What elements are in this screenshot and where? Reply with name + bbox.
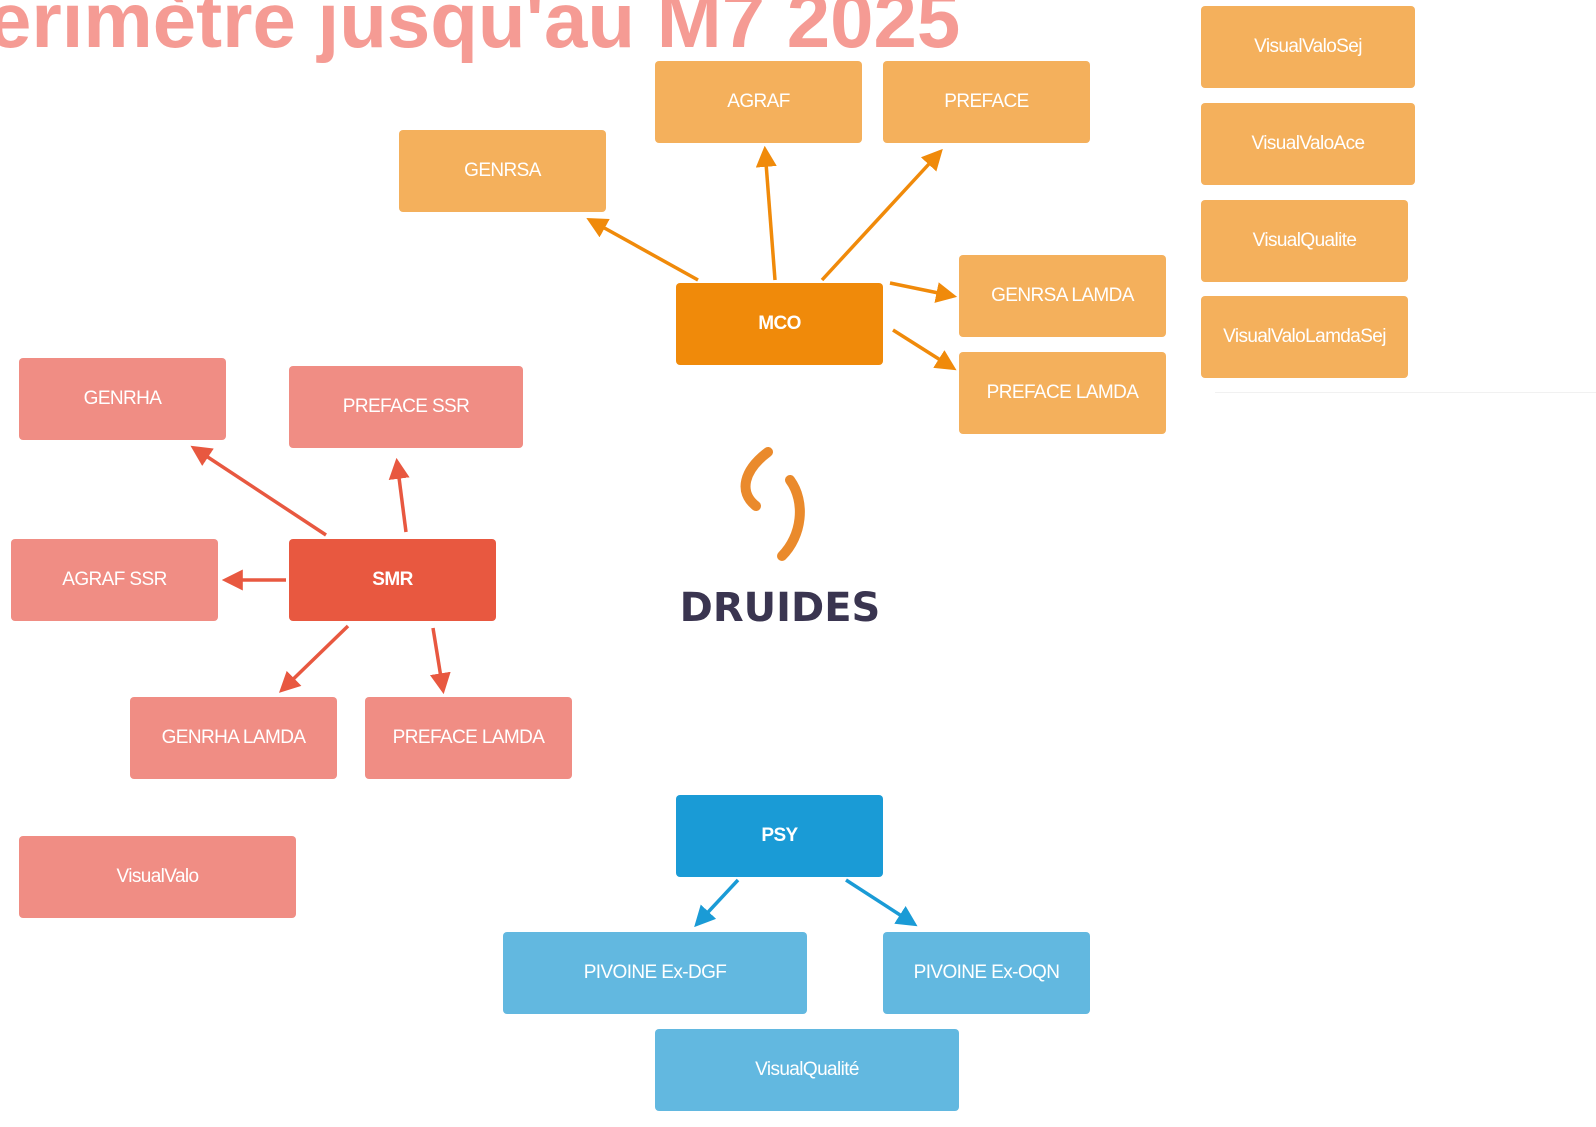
arrow-psy-pivoine-dgf bbox=[694, 878, 740, 928]
node-visualvaloace[interactable]: VisualValoAce bbox=[1201, 103, 1415, 185]
divider bbox=[1215, 392, 1596, 393]
node-mco[interactable]: MCO bbox=[676, 283, 883, 365]
node-smr[interactable]: SMR bbox=[289, 539, 496, 621]
node-genrsa[interactable]: GENRSA bbox=[399, 130, 606, 212]
node-agraf[interactable]: AGRAF bbox=[655, 61, 862, 143]
node-psy[interactable]: PSY bbox=[676, 795, 883, 877]
node-pivoine-oqn[interactable]: PIVOINE Ex-OQN bbox=[883, 932, 1090, 1014]
arrow-mco-genrsa-lamda bbox=[889, 281, 958, 303]
arrow-psy-pivoine-oqn bbox=[845, 878, 918, 927]
node-pivoine-dgf[interactable]: PIVOINE Ex-DGF bbox=[503, 932, 807, 1014]
druides-logo-icon bbox=[740, 447, 805, 561]
node-genrha-lamda[interactable]: GENRHA LAMDA bbox=[130, 697, 337, 779]
arrow-smr-genrha bbox=[190, 445, 327, 537]
node-preface-lamda-mco[interactable]: PREFACE LAMDA bbox=[959, 352, 1166, 434]
node-visualvalo[interactable]: VisualValo bbox=[19, 836, 296, 918]
arrow-mco-preface-lamda bbox=[892, 328, 957, 371]
node-visualqualite-psy[interactable]: VisualQualité bbox=[655, 1029, 959, 1111]
node-visualqualite-mco[interactable]: VisualQualite bbox=[1201, 200, 1408, 282]
arrow-smr-preface-lamda bbox=[429, 627, 451, 695]
node-preface[interactable]: PREFACE bbox=[883, 61, 1090, 143]
node-genrha[interactable]: GENRHA bbox=[19, 358, 226, 440]
node-preface-ssr[interactable]: PREFACE SSR bbox=[289, 366, 523, 448]
node-agraf-ssr[interactable]: AGRAF SSR bbox=[11, 539, 218, 621]
node-preface-lamda-smr[interactable]: PREFACE LAMDA bbox=[365, 697, 572, 779]
druides-logo-text: DRUIDES bbox=[679, 585, 881, 631]
node-visualvalolamdasej[interactable]: VisualValoLamdaSej bbox=[1201, 296, 1408, 378]
druides-logo: DRUIDES bbox=[660, 440, 900, 650]
arrow-mco-agraf bbox=[755, 145, 777, 281]
page-title: erimètre jusqu'au M7 2025 bbox=[0, 0, 961, 64]
arrow-mco-genrsa bbox=[586, 217, 699, 282]
arrow-smr-genrha-lamda bbox=[278, 624, 350, 693]
node-genrsa-lamda[interactable]: GENRSA LAMDA bbox=[959, 255, 1166, 337]
arrow-mco-preface bbox=[820, 148, 943, 282]
node-visualvalosej[interactable]: VisualValoSej bbox=[1201, 6, 1415, 88]
arrow-smr-preface-ssr bbox=[388, 457, 410, 533]
